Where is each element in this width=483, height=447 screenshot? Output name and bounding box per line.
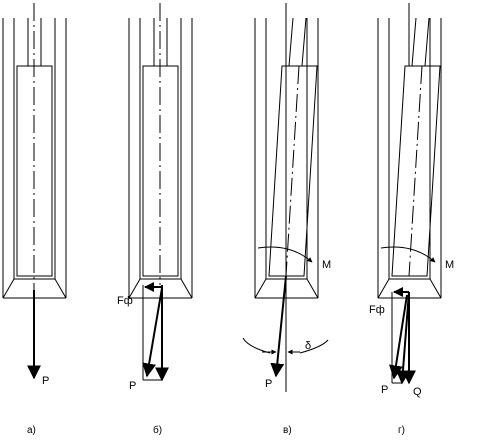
panel-v	[242, 3, 329, 392]
panel-v-label-p: P	[265, 378, 272, 390]
panel-g	[377, 3, 442, 385]
angle-arc	[242, 337, 271, 354]
tilted-axis	[408, 65, 423, 277]
tube-chamfer-left	[2, 278, 15, 299]
rod-stem-right	[301, 17, 307, 67]
tube-chamfer-left	[254, 278, 267, 299]
rod-body-tilted	[391, 65, 441, 277]
panel-b-caption: б)	[153, 424, 162, 436]
tube-chamfer-right	[180, 278, 193, 299]
panel-g-caption: г)	[398, 425, 405, 436]
moment-arc	[380, 246, 436, 263]
angle-arc-right	[299, 339, 329, 354]
resultant-arrow	[142, 287, 163, 378]
tube-chamfer-right	[429, 278, 442, 299]
panel-g-label-m: M	[445, 259, 454, 271]
panel-a-caption: а)	[27, 425, 36, 436]
panel-g-label-f: Fф	[369, 304, 385, 316]
panel-b	[128, 3, 193, 382]
force-p-arrow	[395, 291, 410, 385]
rod-body-tilted	[268, 65, 318, 277]
tube-chamfer-left	[128, 278, 141, 299]
panel-a-label-p: P	[42, 375, 49, 387]
rod-stem-left	[288, 17, 294, 67]
panel-g-label-q: Q	[413, 386, 422, 398]
panel-b-label-p: P	[129, 380, 136, 392]
panel-v-caption: в)	[283, 425, 292, 436]
tilted-axis	[285, 65, 300, 277]
moment-arc	[257, 246, 313, 263]
panel-a	[2, 3, 67, 380]
panel-g-label-p: P	[381, 384, 388, 396]
tube-chamfer-left	[377, 278, 390, 299]
force-p-arrow	[270, 275, 287, 378]
tube-chamfer-right	[306, 278, 319, 299]
rod-stem-right	[424, 17, 430, 67]
panel-v-label-m: M	[322, 259, 331, 271]
rod-stem-left	[411, 17, 417, 67]
tube-chamfer-right	[54, 278, 67, 299]
resultant-arrow	[389, 294, 408, 380]
panel-b-label-f: Fф	[117, 295, 133, 307]
panel-v-label-delta: δ	[305, 340, 311, 352]
